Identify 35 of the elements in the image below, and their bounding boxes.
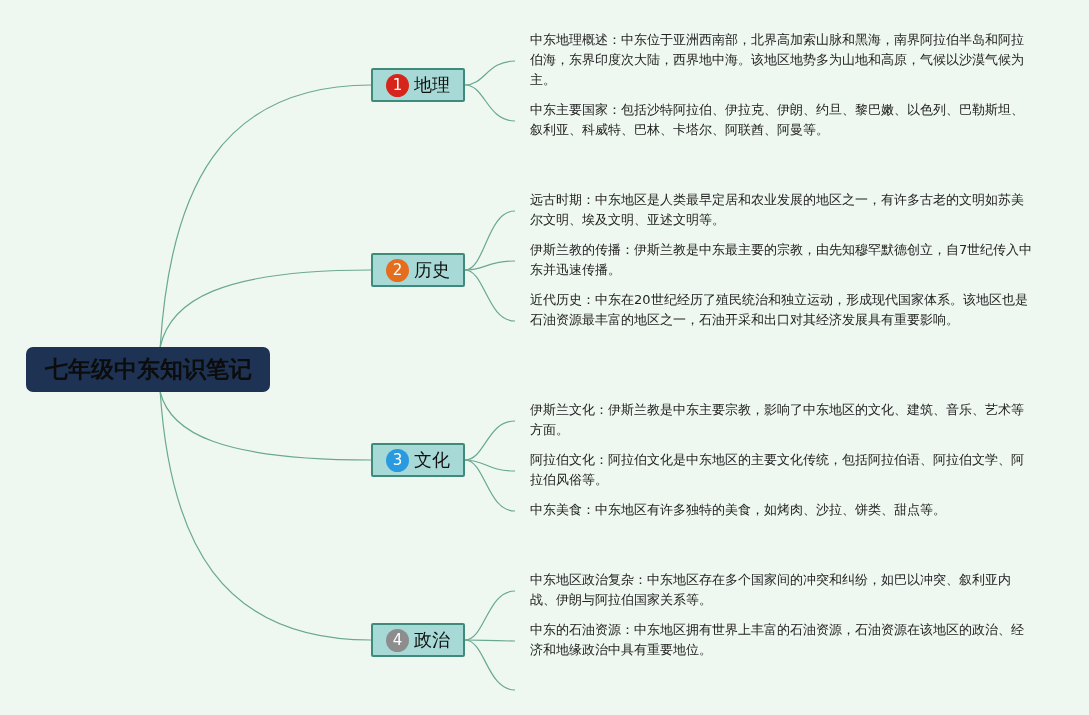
connector-line — [464, 459, 516, 472]
connector-line — [464, 84, 516, 122]
connector-line — [464, 60, 516, 86]
topic-label: 政治 — [414, 628, 450, 652]
connector-line — [464, 639, 516, 642]
note-text: 伊斯兰文化：伊斯兰教是中东主要宗教，影响了中东地区的文化、建筑、音乐、艺术等方面。 — [515, 400, 1035, 440]
connector-line — [464, 639, 516, 691]
note-text: 近代历史：中东在20世纪经历了殖民统治和独立运动，形成现代国家体系。该地区也是石油资源最丰富的地区之一，石油开采和出口对其经济发展具有重要影响。 — [515, 290, 1035, 330]
note-text: 伊斯兰教的传播：伊斯兰教是中东最主要的宗教，由先知穆罕默德创立，自7世纪传入中东并迅速传播。 — [515, 240, 1035, 280]
note-text: 远古时期：中东地区是人类最早定居和农业发展的地区之一，有许多古老的文明如苏美尔文明、埃及文明、亚述文明等。 — [515, 190, 1035, 230]
connector-line — [159, 391, 372, 641]
topic-label: 地理 — [414, 73, 450, 97]
topic-label: 文化 — [414, 448, 450, 472]
note-text: 中东的石油资源：中东地区拥有世界上丰富的石油资源，石油资源在该地区的政治、经济和地缘政治中具有重要地位。 — [515, 620, 1035, 660]
number-badge: 1 — [386, 73, 409, 97]
note-text: 中东地理概述：中东位于亚洲西南部，北界高加索山脉和黑海，南界阿拉伯半岛和阿拉伯海，东界印度次大陆，西界地中海。该地区地势多为山地和高原，气候以沙漠气候为主。 — [515, 30, 1035, 90]
connector-line — [159, 391, 372, 461]
topic-box — [371, 68, 465, 102]
topic-box — [371, 253, 465, 287]
topic-box — [371, 623, 465, 657]
note-text: 中东主要国家：包括沙特阿拉伯、伊拉克、伊朗、约旦、黎巴嫩、以色列、巴勒斯坦、叙利亚、科威特、巴林、卡塔尔、阿联酋、阿曼等。 — [515, 100, 1035, 140]
topic-box — [371, 443, 465, 477]
topic-label: 历史 — [414, 258, 450, 282]
note-text: 中东美食：中东地区有许多独特的美食，如烤肉、沙拉、饼类、甜点等。 — [515, 500, 1035, 520]
number-badge: 4 — [386, 628, 409, 652]
number-badge: 3 — [386, 448, 409, 472]
number-badge: 2 — [386, 258, 409, 282]
note-text: 阿拉伯文化：阿拉伯文化是中东地区的主要文化传统，包括阿拉伯语、阿拉伯文学、阿拉伯风俗等。 — [515, 450, 1035, 490]
root-topic-box — [26, 347, 270, 392]
root-title: 七年级中东知识笔记 — [44, 355, 252, 384]
connector-line — [464, 260, 516, 271]
connector-line — [464, 269, 516, 322]
note-text: 中东地区政治复杂：中东地区存在多个国家间的冲突和纠纷，如巴以冲突、叙利亚内战、伊朗与阿拉伯国家关系等。 — [515, 570, 1035, 610]
connector-line — [159, 269, 372, 348]
connector-line — [464, 459, 516, 512]
